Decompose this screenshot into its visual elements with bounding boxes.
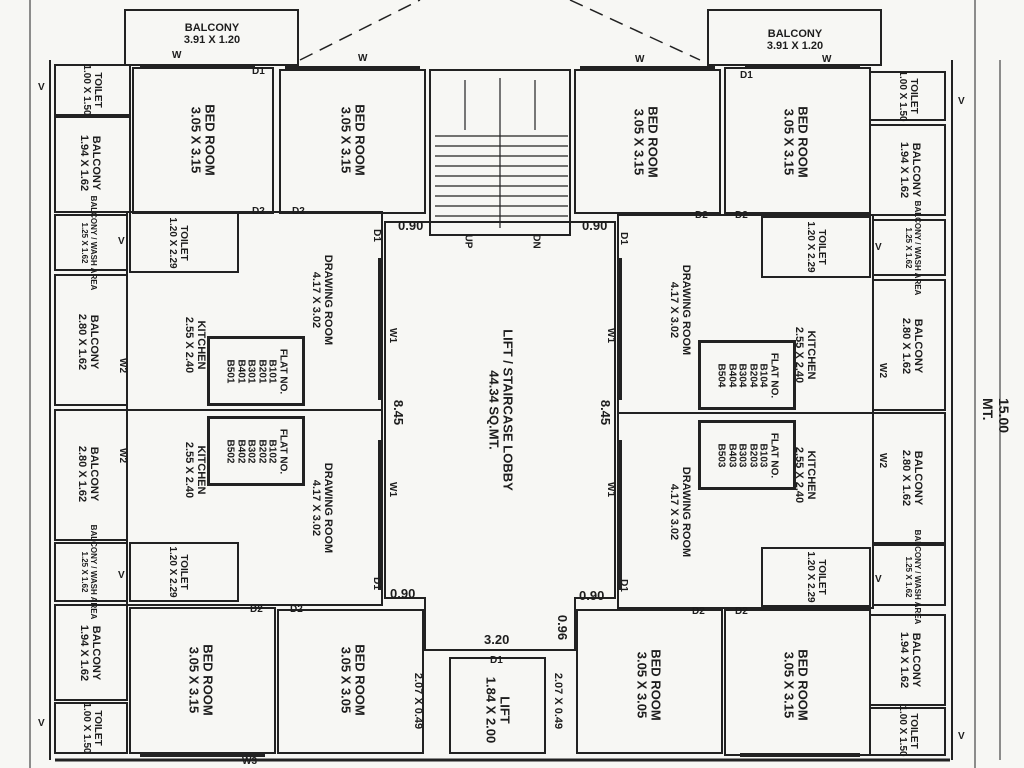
window-tag: W3 [242, 756, 257, 767]
ventilator-tag: V [958, 731, 965, 742]
window-tag: W [172, 50, 182, 61]
door-tag: D2 [252, 206, 265, 217]
ventilator-tag: V [875, 242, 882, 253]
window-tag: W1 [387, 328, 398, 343]
window-tag: W2 [877, 453, 888, 468]
window-tag: W2 [877, 363, 888, 378]
stair-down-label: DN [530, 234, 542, 249]
ventilator-tag: V [958, 96, 965, 107]
ventilator-tag: V [118, 236, 125, 247]
door-tag: D2 [692, 606, 705, 617]
door-tag: D1 [370, 229, 382, 242]
door-tag: D1 [617, 579, 629, 592]
ventilator-tag: V [118, 570, 125, 581]
flat-no-bottom-left: FLAT NO. B102 B202 B302 B402 B502 [207, 416, 305, 486]
door-tag: D2 [695, 210, 708, 221]
flat-no-bottom-right: FLAT NO. B103 B203 B303 B403 B503 [698, 420, 796, 490]
window-tag: W1 [387, 482, 398, 497]
dim-090-bottom-left: 0.90 [390, 586, 416, 601]
door-tag: D2 [292, 206, 305, 217]
dim-845-left: 8.45 [391, 399, 407, 426]
passage-left: 2.07 X 0.49 [412, 672, 425, 730]
dim-090-bottom-right: 0.90 [579, 588, 605, 603]
passage-right: 2.07 X 0.49 [552, 672, 565, 730]
door-tag: D2 [290, 604, 303, 615]
ventilator-tag: V [38, 82, 45, 93]
door-tag: D2 [735, 606, 748, 617]
window-tag: W [822, 54, 832, 65]
door-tag: D1 [252, 66, 265, 77]
door-tag: D2 [250, 604, 263, 615]
door-tag: D2 [735, 210, 748, 221]
window-tag: W2 [117, 358, 128, 373]
door-tag: D1 [370, 577, 382, 590]
window-tag: W [635, 54, 645, 65]
flat-no-top-right: FLAT NO. B104 B204 B304 B404 B504 [698, 340, 796, 410]
door-tag: D1 [617, 232, 629, 245]
dim-320: 3.20 [484, 632, 510, 647]
dim-096: 0.96 [555, 614, 571, 641]
door-tag: D1 [740, 70, 753, 81]
dim-090-top-left: 0.90 [398, 218, 424, 233]
ventilator-tag: V [38, 718, 45, 729]
window-tag: W [358, 53, 368, 64]
dim-845-right: 8.45 [598, 399, 614, 426]
stair-up-label: UP [462, 234, 474, 249]
door-tag: D1 [490, 655, 503, 666]
window-tag: W2 [117, 448, 128, 463]
flat-no-top-left: FLAT NO. B101 B201 B301 B401 B501 [207, 336, 305, 406]
window-tag: W1 [605, 482, 616, 497]
dim-090-top-right: 0.90 [582, 218, 608, 233]
ventilator-tag: V [875, 574, 882, 585]
overall-width-dimension: 15.00 MT. [980, 398, 1012, 434]
window-tag: W1 [605, 328, 616, 343]
